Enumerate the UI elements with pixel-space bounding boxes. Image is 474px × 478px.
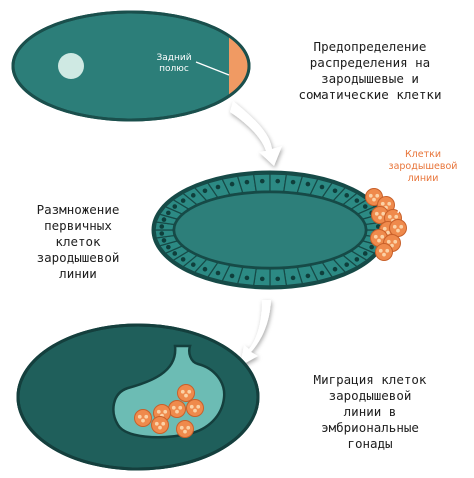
cell-nucleus [190,262,196,267]
cell-nucleus [215,184,221,190]
cell-nucleus [180,198,186,203]
germline-cell [186,399,204,417]
cell-nucleus [275,276,281,282]
posterior-pole-label: Задний полюс [156,53,192,74]
cell-nucleus [354,198,360,203]
cell-nucleus [161,217,167,222]
germline-cell [177,384,195,402]
stage3-embryo [16,323,260,471]
cell-nucleus [172,204,178,209]
cell-nucleus [159,224,165,229]
germline-pointer-line [397,182,406,214]
germline-cell [134,409,152,427]
cell-nucleus [362,204,368,209]
cell-nucleus [190,193,196,198]
germline-cell [375,243,393,261]
arrow-stage2-to-stage3 [240,300,271,366]
stage2-embryo [151,170,407,290]
cell-nucleus [354,257,360,262]
cell-nucleus [275,178,281,184]
cell-nucleus [180,257,186,262]
cell-nucleus [369,244,374,250]
cell-nucleus [202,188,208,194]
cell-nucleus [166,210,171,216]
arrow-stage1-to-stage2 [230,101,282,166]
nucleus-circle [58,53,84,79]
cell-nucleus [332,188,338,194]
cell-nucleus [344,193,350,198]
cell-nucleus [362,251,368,256]
cell-nucleus [259,178,265,184]
cell-nucleus [305,181,311,187]
cell-nucleus [202,266,208,272]
stage3-description: Миграция клеток зародышевой линии в эмбр… [313,372,427,451]
germline-cell [168,400,186,418]
stage1-embryo [11,10,251,122]
cell-nucleus [161,238,167,243]
pole-pointer-line [195,61,230,76]
cell-nucleus [332,266,338,272]
germline-cells-label: Клетки зародышевой линии [388,149,458,184]
cell-nucleus [159,231,165,236]
stage1-description: Предопределение распределения на зародыш… [298,39,442,102]
cell-nucleus [344,262,350,267]
germline-cell [151,416,169,434]
cell-nucleus [305,273,311,279]
cell-nucleus [290,179,296,185]
cell-nucleus [259,276,265,282]
stage2-description: Размножение первичных клеток зародышевой… [36,202,120,281]
stage2-inner-yolk [172,190,368,270]
cell-nucleus [166,244,171,250]
cell-nucleus [229,181,235,187]
cell-nucleus [229,273,235,279]
germline-cell [389,219,407,237]
cell-nucleus [215,270,221,276]
cell-nucleus [290,275,296,281]
cell-nucleus [319,184,325,190]
cell-nucleus [319,270,325,276]
germline-cell [176,420,194,438]
cell-nucleus [172,251,178,256]
cell-nucleus [244,179,250,185]
cell-nucleus [244,275,250,281]
